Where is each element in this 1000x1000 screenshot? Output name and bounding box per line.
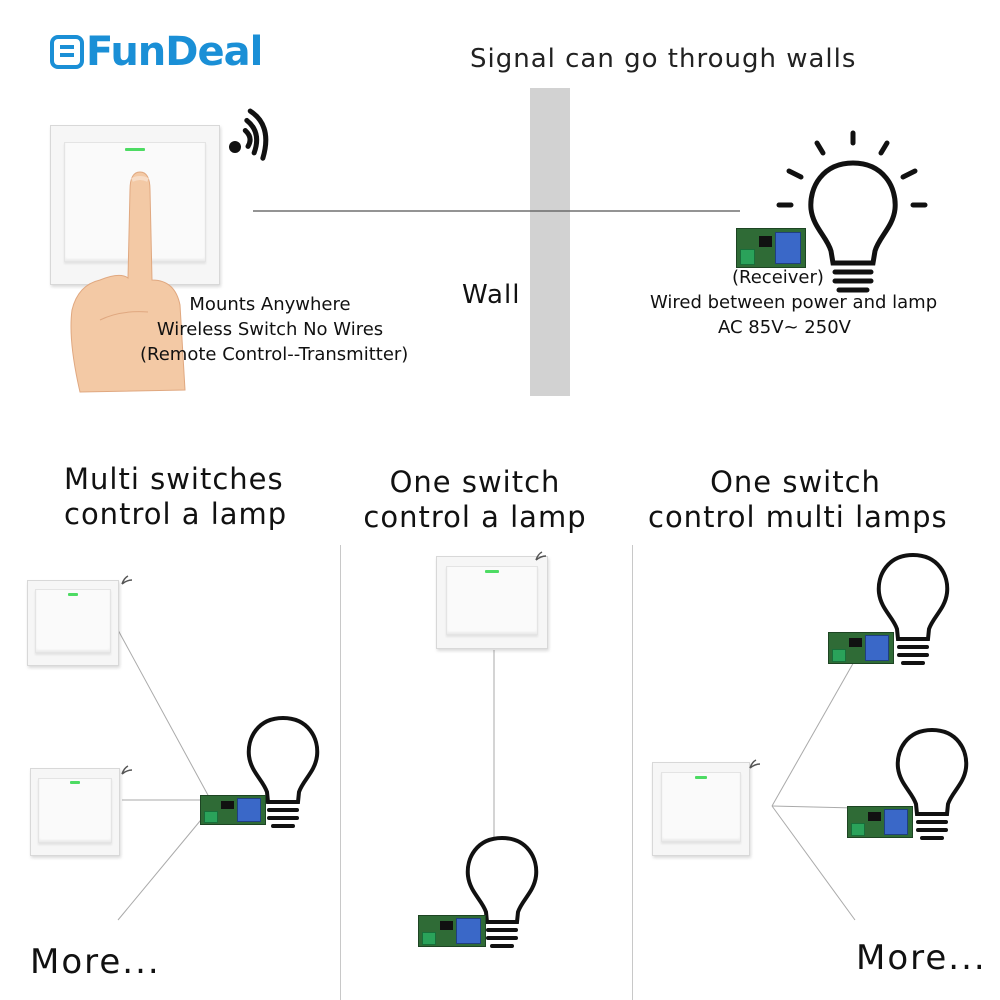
hand-finger-icon xyxy=(70,171,186,393)
chip xyxy=(221,801,235,810)
wifi-signal-icon xyxy=(229,108,269,161)
title-line: One switch xyxy=(389,465,561,499)
light-bulb-icon xyxy=(876,552,950,665)
terminal-block xyxy=(203,810,218,823)
switch-rocker xyxy=(35,589,111,654)
section-title-multi-switches: Multi switches control a lamp xyxy=(64,462,287,532)
chip xyxy=(440,921,454,931)
more-label: More... xyxy=(856,938,987,978)
switch-rocker xyxy=(660,772,742,843)
wifi-signal-icon xyxy=(121,765,133,775)
wireless-switch xyxy=(30,768,120,856)
caption-line: Wired between power and lamp xyxy=(650,292,938,313)
caption-line: (Remote Control--Transmitter) xyxy=(140,344,409,365)
receiver-module xyxy=(828,632,894,664)
title-line: One switch xyxy=(710,465,881,499)
title-line: Multi switches xyxy=(64,462,284,496)
title-line: control a lamp xyxy=(64,497,288,531)
receiver-module xyxy=(847,806,913,838)
terminal-block xyxy=(850,822,865,836)
wifi-signal-icon xyxy=(535,551,547,561)
light-bulb-icon xyxy=(776,130,928,293)
title-line: control a lamp xyxy=(363,500,587,534)
caption-line: Wireless Switch No Wires xyxy=(156,319,384,340)
caption-line: Mounts Anywhere xyxy=(189,294,351,315)
section-title-one-switch-one-lamp: One switch control a lamp xyxy=(360,465,590,535)
more-label: More... xyxy=(30,942,161,982)
light-bulb-icon xyxy=(246,715,320,828)
wireless-switch xyxy=(652,762,750,856)
terminal-block xyxy=(739,248,755,266)
caption-line: (Receiver) xyxy=(732,267,824,288)
switch-led xyxy=(67,592,79,596)
receiver-module xyxy=(200,795,266,825)
signal-title: Signal can go through walls xyxy=(470,44,857,74)
chip xyxy=(758,235,773,248)
wireless-switch xyxy=(436,556,548,649)
switch-rocker xyxy=(38,777,112,843)
wifi-signal-icon xyxy=(121,575,133,585)
wifi-signal-icon xyxy=(749,759,761,769)
wall-graphic xyxy=(530,88,570,396)
relay xyxy=(775,232,801,264)
receiver-module xyxy=(736,228,806,268)
relay xyxy=(236,798,262,822)
switch-led xyxy=(69,781,81,785)
chip xyxy=(849,638,863,648)
light-bulb-icon xyxy=(895,727,969,840)
switch-led xyxy=(485,569,499,573)
receiver-module xyxy=(418,915,486,947)
receiver-caption: (Receiver) Wired between power and lamp … xyxy=(650,265,938,340)
title-line: control multi lamps xyxy=(648,500,948,534)
divider-left xyxy=(340,545,341,1000)
wall-label: Wall xyxy=(462,280,521,310)
relay xyxy=(455,918,482,944)
logo-text: FunDeal xyxy=(86,29,263,75)
switch-led xyxy=(124,148,146,152)
switch-rocker xyxy=(445,566,539,636)
light-bulb-icon xyxy=(465,835,539,948)
relay xyxy=(883,809,909,835)
brand-logo: FunDeal xyxy=(50,29,263,75)
wireless-switch xyxy=(27,580,119,666)
transmitter-caption: Mounts Anywhere Wireless Switch No Wires… xyxy=(140,292,409,367)
divider-right xyxy=(632,545,633,1000)
chip xyxy=(868,812,882,822)
section-title-one-switch-multi-lamps: One switch control multi lamps xyxy=(648,465,948,535)
switch-led xyxy=(695,775,707,779)
terminal-block xyxy=(421,931,437,945)
terminal-block xyxy=(831,648,846,662)
logo-mark-icon xyxy=(50,35,84,69)
caption-line: AC 85V~ 250V xyxy=(718,317,851,338)
relay xyxy=(864,635,890,661)
